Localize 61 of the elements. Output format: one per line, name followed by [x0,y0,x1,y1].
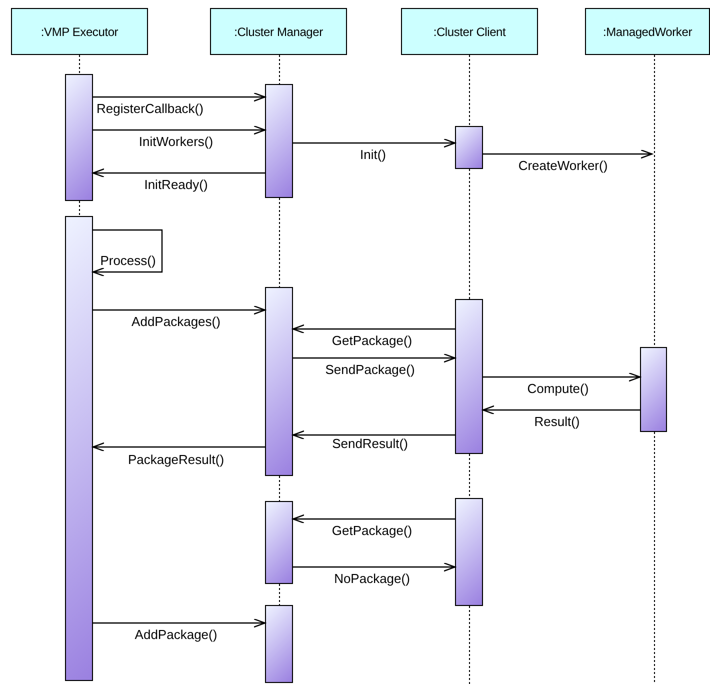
lifeline [654,432,655,684]
message-arrow [92,168,265,178]
edge-label: RegisterCallback() [96,101,204,116]
edge-label: NoPackage() [333,571,411,586]
edge-label: AddPackage() [134,627,218,642]
activation-bar [65,74,93,201]
edge-label: Result() [533,414,581,429]
activation-bar [265,501,293,584]
lifeline [279,584,280,606]
lifeline [469,54,470,126]
object-box [210,8,347,55]
lifeline [469,168,470,300]
activation-bar [455,126,483,169]
lifeline [469,606,470,684]
message-arrow [93,305,266,315]
lifeline [654,54,655,348]
activation-bar [455,299,483,454]
edge-label: GetPackage() [330,333,414,348]
message-arrow [93,92,266,102]
edge-label: InitWorkers() [138,134,214,149]
message-arrow [293,138,456,148]
edge-label: PackageResult() [126,452,226,467]
message-arrow [92,229,163,277]
message-arrow [92,442,265,452]
activation-bar [455,498,483,606]
object-box [585,8,710,55]
lifeline [279,54,280,84]
message-arrow [483,372,641,382]
edge-label: Process() [99,253,157,268]
object-name: :Cluster Manager [234,24,323,38]
lifeline [79,200,80,216]
lifeline [469,454,470,498]
edge-label: GetPackage() [330,523,414,538]
edge-label: InitReady() [143,177,209,192]
object-name: :Cluster Client [433,24,506,38]
message-arrow [483,149,653,159]
message-arrow [93,125,266,135]
message-arrow [93,618,266,628]
edge-label: Compute() [526,381,590,396]
activation-bar [265,84,293,198]
edge-label: AddPackages() [130,314,222,329]
lifeline [279,476,280,502]
lifeline [279,198,280,288]
edge-label: Init() [359,147,387,162]
object-box [401,8,538,55]
activation-bar [265,605,293,683]
object-box [11,8,148,55]
message-arrow [292,324,455,334]
message-arrow [482,405,640,415]
activation-bar [65,216,93,681]
message-arrow [293,562,456,572]
edge-label: SendResult() [331,436,409,451]
lifeline [79,54,80,74]
activation-bar [265,287,293,476]
object-name: :ManagedWorker [602,24,692,38]
activation-bar [640,347,667,432]
edge-label: CreateWorker() [517,158,609,173]
edge-label: SendPackage() [324,362,416,377]
message-arrow [293,353,456,363]
message-arrow [292,430,455,440]
object-name: :VMP Executor [40,24,118,38]
